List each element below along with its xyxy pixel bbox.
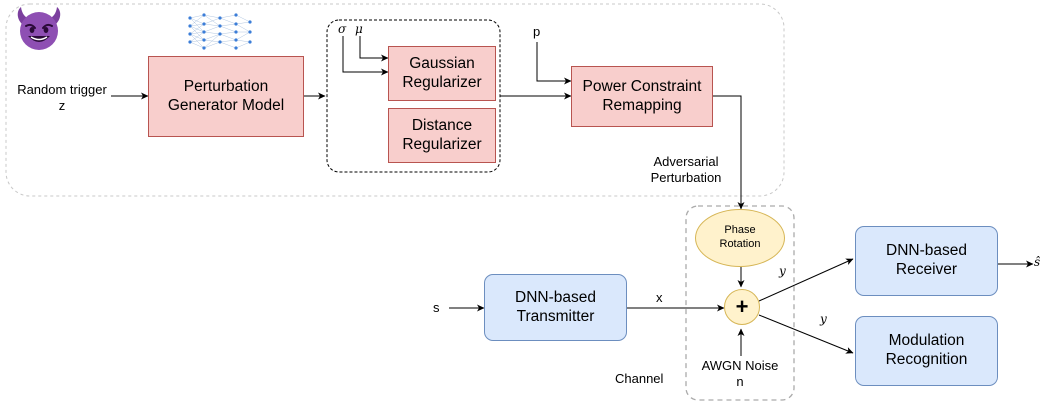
channel-region	[685, 205, 795, 401]
smiling-devil-icon	[17, 7, 61, 50]
arrow-adder-to-receiver	[758, 258, 854, 302]
arrow-mu-to-gaussian	[359, 36, 389, 62]
s-hat-output-label: ŝ	[1034, 255, 1041, 269]
y-upper-label: y	[779, 264, 786, 278]
arrow-adder-to-modrec	[758, 314, 854, 354]
s-input-label: s	[433, 300, 440, 315]
arrow-p-to-power	[536, 42, 572, 85]
arrow-power-to-phase	[713, 95, 745, 210]
y-lower-label: y	[820, 312, 827, 326]
sigma-label: σ	[338, 22, 347, 36]
mu-label: μ	[355, 22, 363, 36]
arrow-sigma-to-gaussian	[342, 36, 389, 76]
channel-label: Channel	[615, 371, 664, 386]
x-label: x	[656, 290, 663, 305]
neural-network-icon	[188, 13, 252, 50]
plus-icon: +	[735, 294, 749, 319]
attacker-region	[5, 3, 785, 197]
p-label: p	[533, 24, 541, 39]
adder-node: +	[724, 289, 760, 325]
